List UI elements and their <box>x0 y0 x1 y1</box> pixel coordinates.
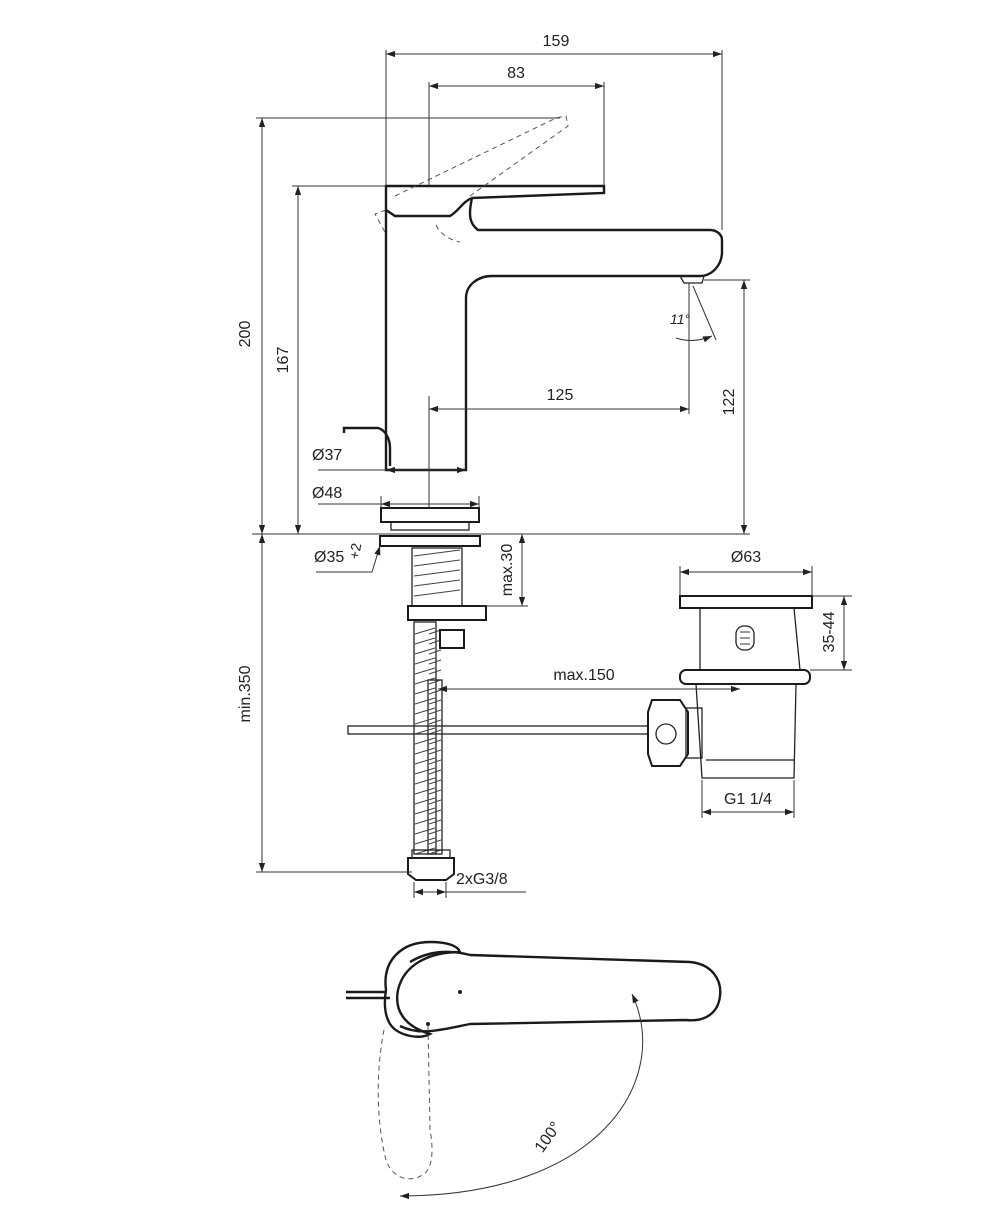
linkage-rod <box>347 725 653 735</box>
faucet-top-view <box>346 940 722 1200</box>
label-waste-connection-length: max.150 <box>553 667 614 684</box>
label-waste-plug-range: 35-44 <box>821 611 838 652</box>
top-view-body <box>383 940 462 1038</box>
label-max-deck-thickness: max.30 <box>499 544 516 597</box>
label-base-diameter: Ø48 <box>312 485 342 502</box>
waste-joint <box>647 699 689 767</box>
hose-fitting <box>407 857 455 881</box>
dimension-lines <box>252 50 852 898</box>
waste-cap <box>679 595 813 609</box>
aerator <box>679 275 705 284</box>
rotation-arc <box>399 993 644 1200</box>
label-lever-length: 83 <box>507 65 525 82</box>
below-deck-assembly <box>347 547 653 881</box>
lever-raised-outline <box>394 115 569 197</box>
label-spout-outlet-height: 122 <box>721 389 738 416</box>
label-lever-rotation: 100° <box>532 1119 565 1156</box>
label-waste-cap-diameter: Ø63 <box>731 549 761 566</box>
waste-nut <box>679 669 811 685</box>
label-min-hose-length: min.350 <box>237 665 254 722</box>
top-view-spout <box>399 950 722 1033</box>
threaded-shank <box>411 547 463 607</box>
spout-body <box>384 197 724 472</box>
deck-plate <box>379 535 481 547</box>
waste-assembly <box>647 595 813 779</box>
label-body-diameter: Ø37 <box>312 447 342 464</box>
fixing-nut <box>407 605 487 621</box>
waste-slot <box>735 625 755 651</box>
label-hole-diameter: Ø35 <box>314 549 344 566</box>
supply-hose <box>413 621 437 855</box>
label-aerator-angle: 11° <box>670 311 691 327</box>
top-view-rotated-spout <box>377 1025 433 1180</box>
base-flange <box>380 507 480 523</box>
faucet-side-view <box>342 115 724 547</box>
label-spout-top-height: 167 <box>275 347 292 374</box>
label-supply-threads: 2xG3/8 <box>456 871 508 888</box>
label-spout-reach: 125 <box>547 387 574 404</box>
label-overall-width: 159 <box>543 33 570 50</box>
popup-rod <box>342 426 392 466</box>
label-total-height: 200 <box>237 321 254 348</box>
label-hole-tolerance: +2 <box>346 542 365 561</box>
label-waste-thread: G1 1/4 <box>724 791 772 808</box>
lever-handle <box>384 184 606 218</box>
